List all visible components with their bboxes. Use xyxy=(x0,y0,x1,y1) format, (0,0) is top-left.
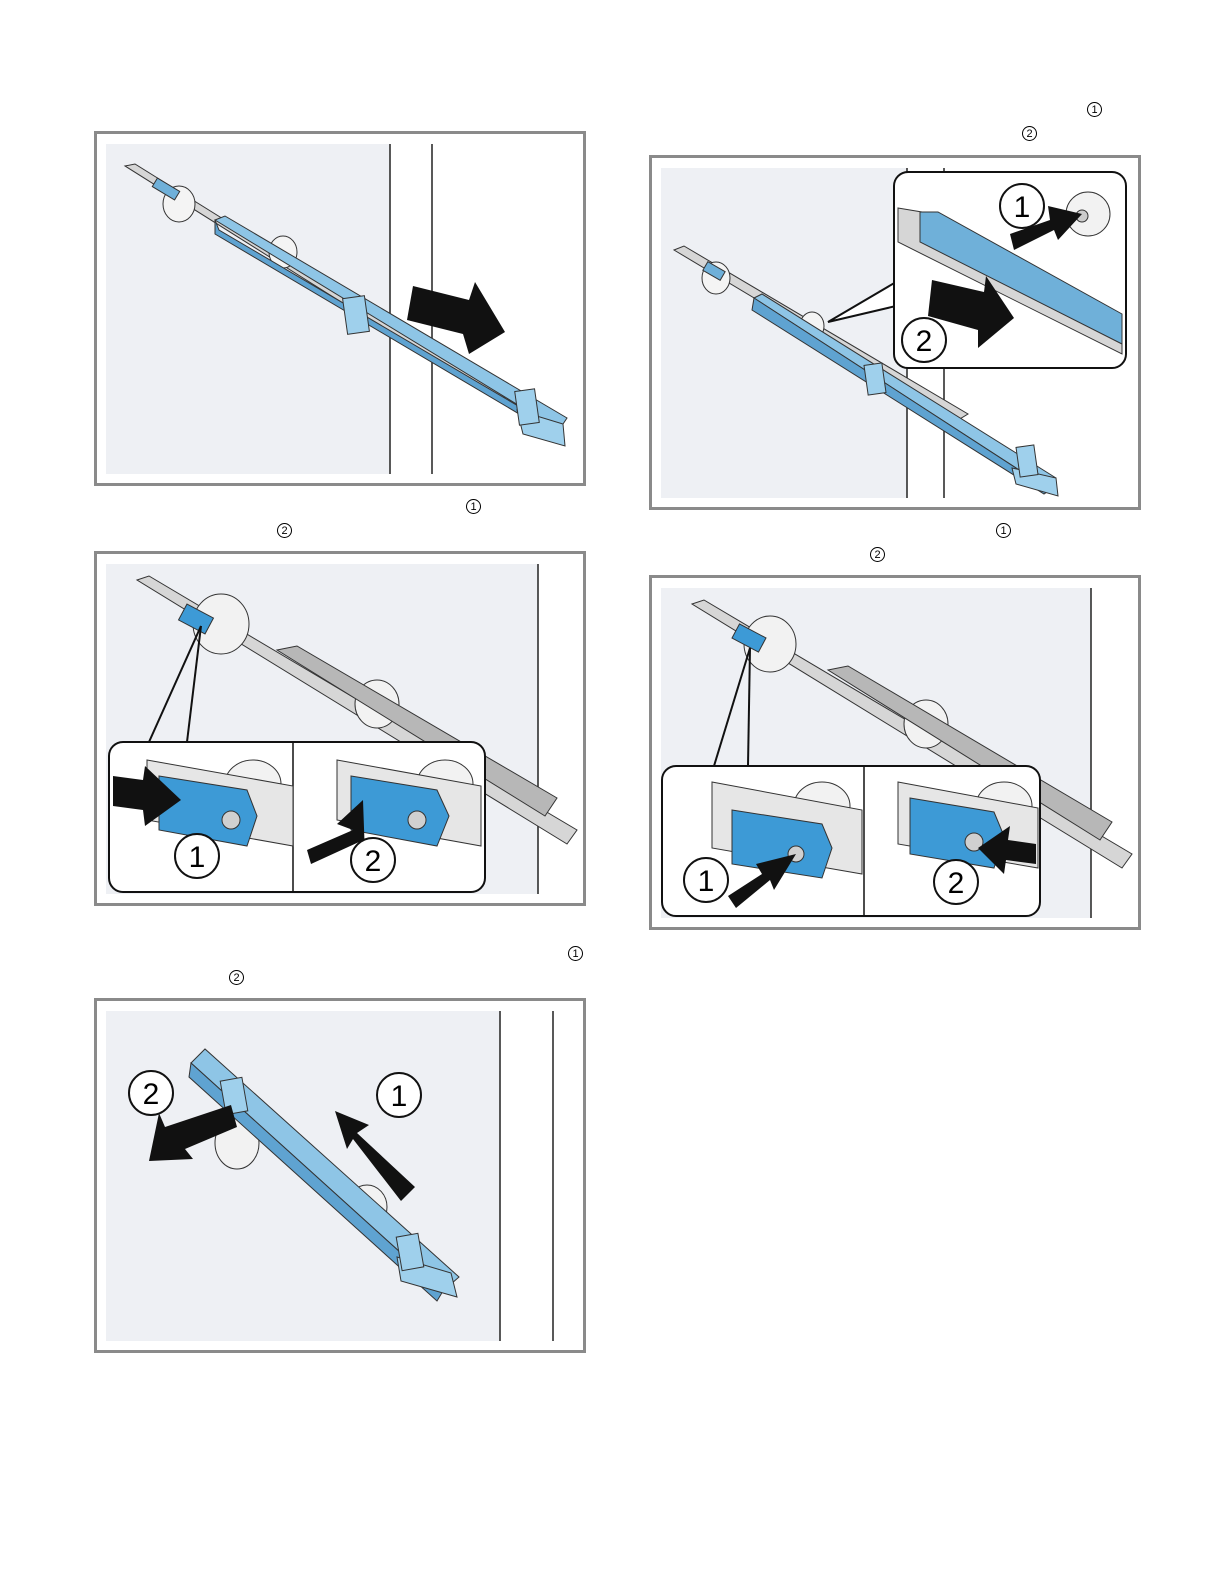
callout-label-1: 1 xyxy=(698,865,715,898)
figure-unlock-clip: 1 2 xyxy=(94,551,586,906)
figure-lock-clip: 1 2 xyxy=(649,575,1141,930)
illustration-lock-clip: 1 2 xyxy=(652,578,1138,927)
figure-remove-rail: 2 1 xyxy=(94,998,586,1353)
step-marker-1: 1 xyxy=(466,499,481,514)
callout-label-2: 2 xyxy=(916,325,933,358)
illustration-unlock-clip: 1 2 xyxy=(97,554,583,903)
illustration-remove-rail: 2 1 xyxy=(97,1001,583,1350)
illustration-pull-out-rail xyxy=(97,134,583,483)
illustration-insert-rail: 1 2 xyxy=(652,158,1138,507)
callout-label-2: 2 xyxy=(143,1078,160,1111)
callout-label-1: 1 xyxy=(189,841,206,874)
step-marker-2: 2 xyxy=(870,547,885,562)
callout-label-2: 2 xyxy=(948,867,965,900)
step-marker-2: 2 xyxy=(277,523,292,538)
callout-label-1: 1 xyxy=(391,1080,408,1113)
step-marker-2: 2 xyxy=(1022,126,1037,141)
figure-pull-out-rail xyxy=(94,131,586,486)
figure-insert-rail: 1 2 xyxy=(649,155,1141,510)
step-marker-1: 1 xyxy=(996,523,1011,538)
callout-label-2: 2 xyxy=(365,845,382,878)
callout-label-1: 1 xyxy=(1014,191,1031,224)
step-marker-2: 2 xyxy=(229,970,244,985)
step-marker-1: 1 xyxy=(1087,102,1102,117)
step-marker-1: 1 xyxy=(568,946,583,961)
